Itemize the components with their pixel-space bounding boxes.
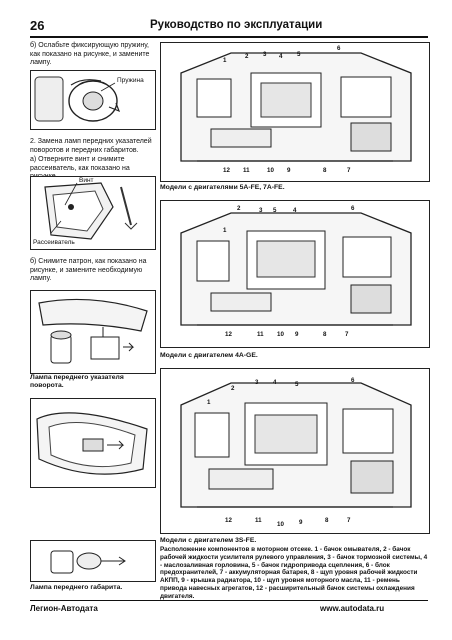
engine-diagram-2: 2 3 5 4 6 1 12 11 10 9 8 7 bbox=[160, 200, 430, 348]
engine-bay-illustration-2 bbox=[180, 212, 412, 326]
callout-4: 4 bbox=[273, 379, 277, 386]
callout-5: 5 bbox=[297, 51, 301, 58]
callout-12: 12 bbox=[223, 167, 230, 174]
side-bulb-illustration bbox=[50, 550, 126, 574]
callout-1: 1 bbox=[223, 227, 227, 234]
callout-10: 10 bbox=[267, 167, 274, 174]
footer-website: www.autodata.ru bbox=[320, 604, 385, 613]
callout-3: 3 bbox=[255, 379, 259, 386]
figure-screw-diffuser: Винт Рассеиватель bbox=[30, 176, 156, 250]
callout-9: 9 bbox=[299, 519, 303, 526]
callout-8: 8 bbox=[323, 167, 327, 174]
callout-2: 2 bbox=[245, 53, 249, 60]
screw-illustration bbox=[44, 182, 138, 240]
footer-divider bbox=[30, 600, 428, 601]
callout-3: 3 bbox=[263, 51, 267, 58]
callout-7: 7 bbox=[347, 517, 351, 524]
caption-side-lamp: Лампа переднего габарита. bbox=[30, 584, 123, 591]
callout-11: 11 bbox=[257, 331, 264, 338]
page-number: 26 bbox=[30, 18, 45, 33]
components-legend: Расположение компонентов в моторном отсе… bbox=[160, 546, 428, 600]
engine-bay-illustration-3 bbox=[180, 382, 412, 508]
callout-7: 7 bbox=[347, 167, 351, 174]
header-divider bbox=[30, 36, 428, 38]
callout-6: 6 bbox=[337, 45, 341, 52]
callout-12: 12 bbox=[225, 517, 232, 524]
callout-11: 11 bbox=[255, 517, 262, 524]
callout-4: 4 bbox=[293, 207, 297, 214]
callout-2: 2 bbox=[237, 205, 241, 212]
callout-1: 1 bbox=[223, 57, 227, 64]
step-b-text: б) Ослабьте фиксирующую пружину, как пок… bbox=[30, 42, 150, 67]
step-2-text: 2. Замена ламп передних указателей повор… bbox=[30, 138, 152, 154]
figure-side-lamp bbox=[30, 540, 156, 582]
label-screw: Винт bbox=[79, 177, 94, 184]
callout-6: 6 bbox=[351, 205, 355, 212]
page-title: Руководство по эксплуатации bbox=[150, 19, 323, 31]
callout-11: 11 bbox=[243, 167, 250, 174]
label-spring: Пружина bbox=[117, 77, 144, 84]
callout-3: 3 bbox=[259, 207, 263, 214]
caption-engine-2: Модели с двигателем 4A-GE. bbox=[160, 352, 258, 359]
spring-illustration bbox=[34, 76, 121, 122]
callout-4: 4 bbox=[279, 53, 283, 60]
engine-diagram-1: 1 2 3 4 5 6 12 11 10 9 8 7 bbox=[160, 42, 430, 182]
caption-turn-lamp: Лампа переднего указателя поворота. bbox=[30, 374, 124, 390]
callout-10: 10 bbox=[277, 521, 284, 528]
footer-publisher: Легион-Автодата bbox=[30, 604, 98, 613]
callout-12: 12 bbox=[225, 331, 232, 338]
figure-turn-lamp bbox=[30, 290, 156, 374]
callout-9: 9 bbox=[287, 167, 291, 174]
callout-7: 7 bbox=[345, 331, 349, 338]
callout-6: 6 bbox=[351, 377, 355, 384]
callout-5: 5 bbox=[295, 381, 299, 388]
callout-8: 8 bbox=[325, 517, 329, 524]
engine-diagram-3: 1 2 3 4 5 6 12 11 10 9 8 7 bbox=[160, 368, 430, 534]
headlight-illustration bbox=[36, 412, 148, 475]
callout-8: 8 bbox=[323, 331, 327, 338]
callout-1: 1 bbox=[207, 399, 211, 406]
engine-bay-illustration-1 bbox=[180, 52, 412, 162]
figure-side-lamp-housing bbox=[30, 398, 156, 488]
caption-engine-1: Модели с двигателями 5A-FE, 7A-FE. bbox=[160, 184, 285, 191]
callout-10: 10 bbox=[277, 331, 284, 338]
step-2b-text: б) Снимите патрон, как показано на рисун… bbox=[30, 258, 147, 283]
callout-5: 5 bbox=[273, 207, 277, 214]
figure-spring: Пружина bbox=[30, 70, 156, 130]
turn-lamp-illustration bbox=[38, 298, 148, 364]
callout-9: 9 bbox=[295, 331, 299, 338]
caption-engine-3: Модели с двигателем 3S-FE. bbox=[160, 537, 257, 544]
callout-2: 2 bbox=[231, 385, 235, 392]
label-diffuser: Рассеиватель bbox=[33, 239, 75, 246]
